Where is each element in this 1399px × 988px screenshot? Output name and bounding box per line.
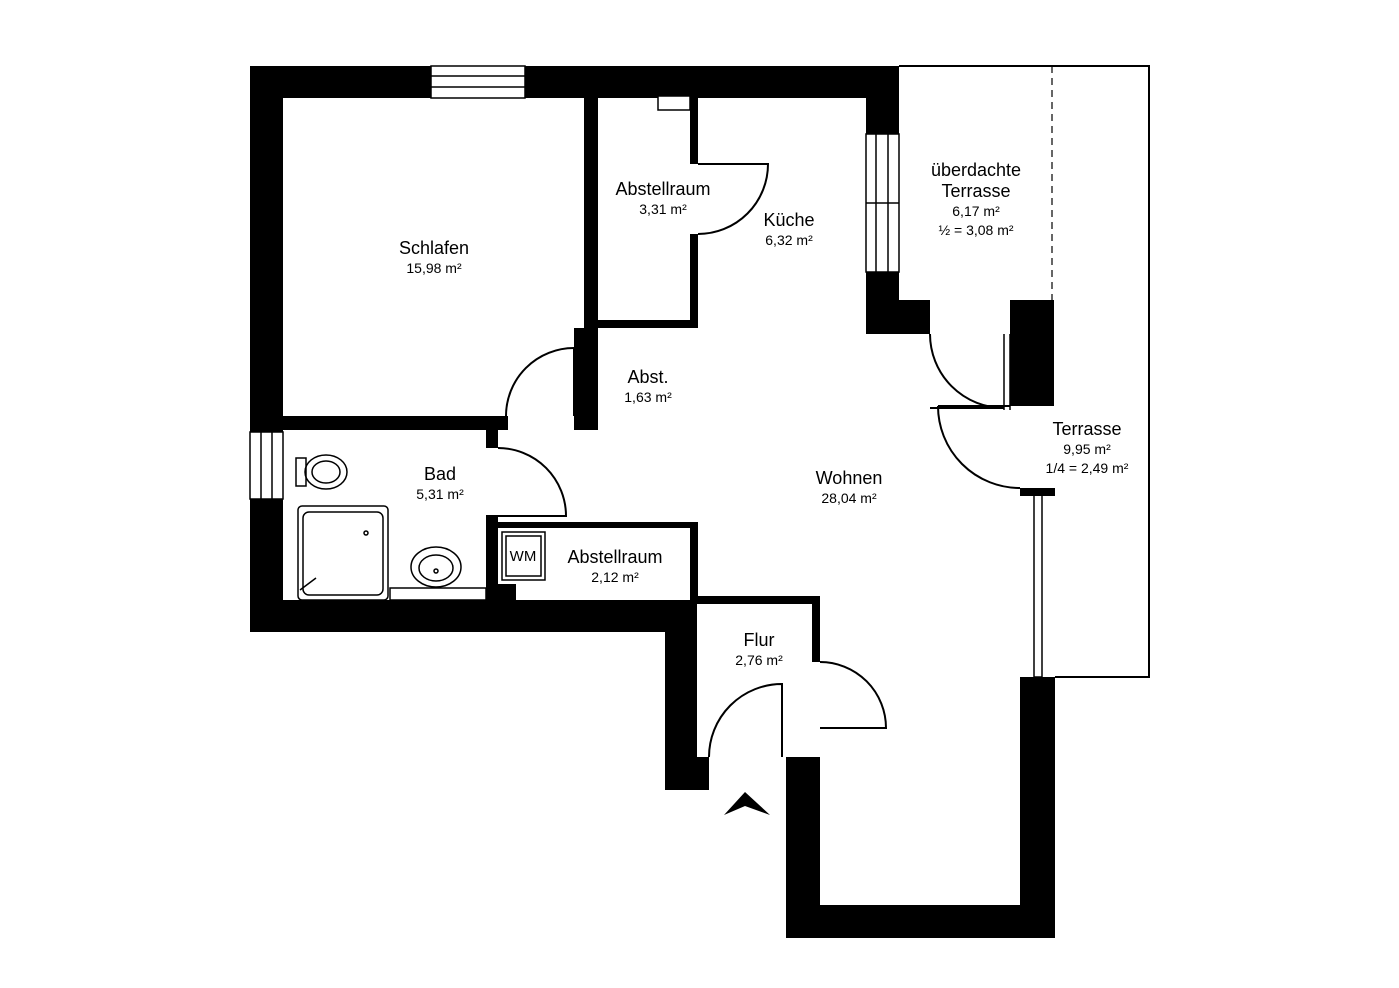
room-area-abstellraum-2: 2,12 m² (591, 569, 639, 585)
doors (497, 163, 1021, 758)
room-area-schlafen: 15,98 m² (406, 260, 462, 276)
windows (249, 65, 1043, 678)
room-name-terrasse-ueberdacht-line1: überdachte (931, 160, 1021, 180)
room-area-bad: 5,31 m² (416, 486, 464, 502)
room-name-flur: Flur (744, 630, 775, 650)
room-area-note-terrasse-ueberdacht: ½ = 3,08 m² (938, 222, 1013, 238)
room-area-abstellraum-1: 3,31 m² (639, 201, 687, 217)
room-name-schlafen: Schlafen (399, 238, 469, 258)
room-area-abst: 1,63 m² (624, 389, 672, 405)
bathroom-fixtures: WM (295, 454, 546, 601)
washing-machine: WM (501, 531, 546, 581)
toilet-icon (295, 454, 348, 490)
room-area-wohnen: 28,04 m² (821, 490, 877, 506)
room-name-kueche: Küche (763, 210, 814, 230)
room-area-terrasse-ueberdacht: 6,17 m² (952, 203, 1000, 219)
shower-tray-icon (297, 505, 389, 601)
room-name-abst: Abst. (627, 367, 668, 387)
room-name-abstellraum-1: Abstellraum (615, 179, 710, 199)
terrace-outline (899, 65, 1150, 678)
walls (250, 66, 1055, 938)
sink-icon (389, 546, 487, 601)
room-area-note-terrasse: 1/4 = 2,49 m² (1046, 460, 1129, 476)
room-area-kueche: 6,32 m² (765, 232, 813, 248)
room-name-bad: Bad (424, 464, 456, 484)
room-area-flur: 2,76 m² (735, 652, 783, 668)
entrance-arrow-icon (724, 792, 770, 815)
room-name-terrasse: Terrasse (1052, 419, 1121, 439)
washing-machine-label: WM (510, 548, 537, 565)
room-name-abstellraum-2: Abstellraum (567, 547, 662, 567)
room-name-terrasse-ueberdacht-line2: Terrasse (941, 181, 1010, 201)
room-labels: Schlafen 15,98 m² Abstellraum 3,31 m² Kü… (399, 160, 1129, 668)
room-area-terrasse: 9,95 m² (1063, 441, 1111, 457)
room-name-wohnen: Wohnen (816, 468, 883, 488)
